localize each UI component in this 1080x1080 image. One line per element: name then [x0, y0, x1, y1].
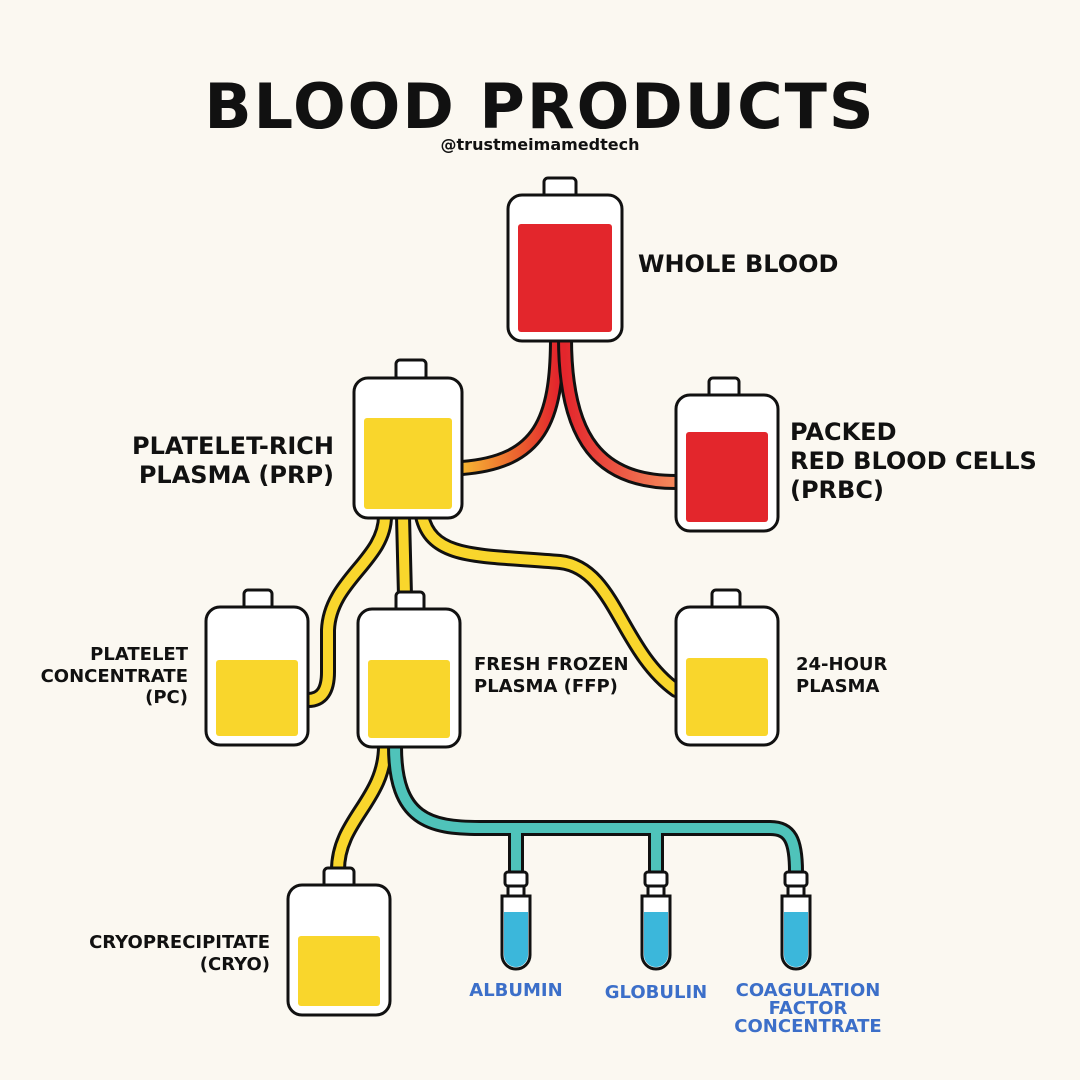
page-title: BLOOD PRODUCTS: [204, 70, 876, 143]
label-ffp: FRESH FROZEN PLASMA (FFP): [474, 654, 629, 697]
label-prbc: PACKED RED BLOOD CELLS (PRBC): [790, 418, 1037, 504]
author-handle: @trustmeimamedtech: [440, 135, 640, 154]
label-coagulation-factor-concentrate: COAGULATION FACTOR CONCENTRATE: [734, 980, 882, 1037]
bag-whole-blood: [506, 176, 624, 343]
bag-prbc: [674, 376, 780, 533]
tube-ffp-to-vials: [387, 738, 804, 880]
tube-ffp-to-cryo: [330, 738, 393, 888]
bag-24-hour-plasma: [674, 588, 780, 747]
label-globulin: GLOBULIN: [604, 982, 708, 1003]
label-albumin: ALBUMIN: [469, 980, 563, 1001]
vial-albumin: [500, 870, 532, 971]
tube-whole-to-prp: [454, 330, 565, 476]
label-platelet-concentrate: PLATELET CONCENTRATE (PC): [40, 644, 188, 709]
bag-prp: [352, 358, 464, 520]
bag-ffp: [356, 590, 462, 749]
tube-prp-to-ffp: [395, 508, 413, 604]
label-cryo: CRYOPRECIPITATE (CRYO): [89, 932, 270, 975]
tube-prp-to-pc: [300, 508, 393, 708]
label-prp: PLATELET-RICH PLASMA (PRP): [132, 432, 334, 489]
bag-cryo: [286, 866, 392, 1017]
vial-globulin: [640, 870, 672, 971]
tube-whole-to-prbc: [557, 330, 684, 490]
vial-coagulation-factor: [780, 870, 812, 971]
label-24-hour-plasma: 24-HOUR PLASMA: [796, 654, 888, 697]
bag-pc: [204, 588, 310, 747]
label-whole-blood: WHOLE BLOOD: [638, 250, 839, 278]
tube-prp-to-24h: [414, 508, 684, 698]
